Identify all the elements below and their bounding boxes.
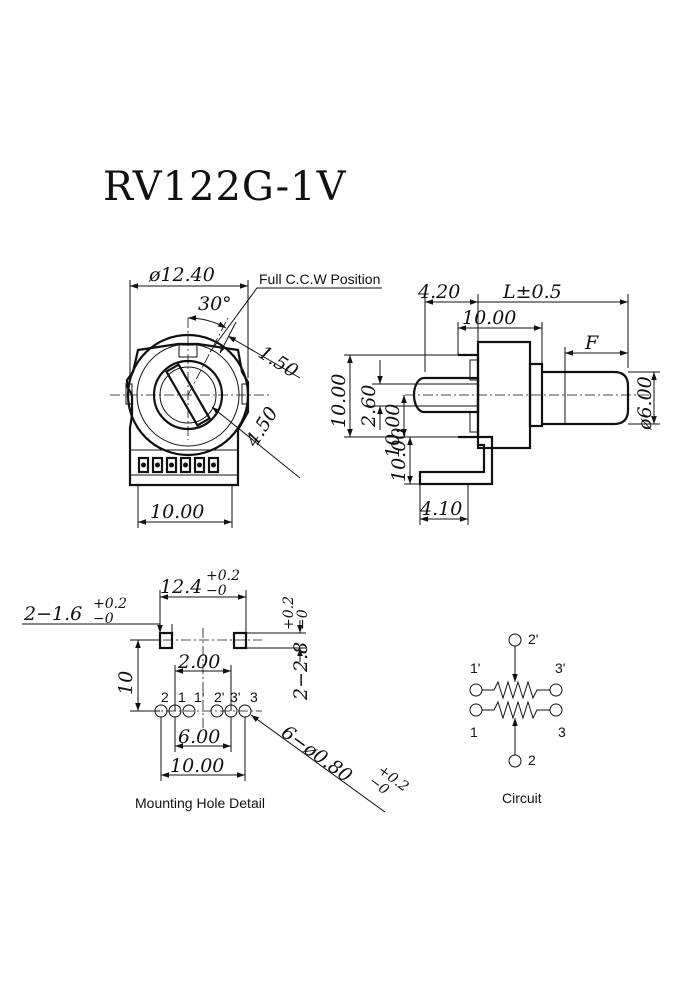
dim-f: F: [584, 332, 599, 354]
dim-1-50: 1.50: [254, 342, 302, 383]
tol-side-lower: −0: [295, 609, 311, 630]
mount-pin-1p: 1': [194, 689, 204, 705]
circuit-pin-1: 1: [470, 724, 478, 740]
front-view: ø12.40 30° Full C.C.W Position 1.50 4.50…: [110, 264, 382, 528]
tol-holes-lower: −0: [93, 611, 114, 627]
dim-10: 10: [115, 671, 137, 695]
dim-shaft-diameter: ø6.00: [634, 376, 656, 431]
dim-10-00-mount: 10.00: [170, 755, 224, 777]
side-view: 4.20 L±0.5 10.00 F 10.00 2.60 10.00 10.0…: [328, 281, 660, 525]
dim-2-00: 2.00: [177, 651, 220, 673]
dim-diameter: ø12.40: [148, 264, 215, 286]
ccw-position-label: Full C.C.W Position: [259, 271, 380, 287]
dim-4-20: 4.20: [417, 281, 460, 303]
dim-angle: 30°: [198, 293, 232, 315]
circuit-diagram: 2' 1' 3' 1 3 2 Circuit: [469, 631, 566, 806]
mounting-hole-detail: 12.4 +0.2 −0 2−1.6 +0.2 −0 2−2.8 +0.2 −0…: [22, 568, 412, 813]
dim-pins: 6−ø0.80: [277, 721, 356, 787]
drawing-title: RV122G-1V: [103, 164, 347, 210]
tol-side-upper: +0.2: [281, 596, 297, 630]
dim-2-60: 2.60: [358, 385, 380, 428]
tol-12-4-lower: −0: [206, 583, 227, 599]
circuit-pin-2: 2: [528, 752, 536, 768]
mounting-hole-label: Mounting Hole Detail: [135, 795, 265, 811]
dim-length: L±0.5: [502, 281, 562, 303]
mount-pin-2: 2: [161, 689, 169, 705]
dim-holes: 2−1.6: [23, 603, 82, 625]
circuit-pin-2p: 2': [528, 631, 538, 647]
tol-12-4-upper: +0.2: [206, 568, 240, 584]
dim-10-00-low: 10.00: [388, 428, 410, 482]
dim-12-4: 12.4: [160, 576, 202, 598]
dim-10-00-left: 10.00: [328, 374, 350, 428]
dim-10-00-front: 10.00: [150, 501, 204, 523]
tol-holes-upper: +0.2: [93, 596, 127, 612]
mount-pin-3p: 3': [230, 689, 240, 705]
circuit-pin-3: 3: [558, 724, 566, 740]
circuit-pin-1p: 1': [470, 660, 480, 676]
mount-pin-2p: 2': [214, 689, 224, 705]
dim-6-00: 6.00: [178, 726, 220, 748]
dim-10-00-mid: 10.00: [382, 404, 404, 458]
dim-side: 2−2.8: [290, 642, 312, 701]
mount-pin-1: 1: [178, 689, 186, 705]
dim-4-10: 4.10: [419, 498, 462, 520]
dim-10-00-top: 10.00: [462, 307, 516, 329]
circuit-label: Circuit: [502, 790, 542, 806]
circuit-pin-3p: 3': [555, 660, 565, 676]
mount-pin-3: 3: [250, 689, 258, 705]
